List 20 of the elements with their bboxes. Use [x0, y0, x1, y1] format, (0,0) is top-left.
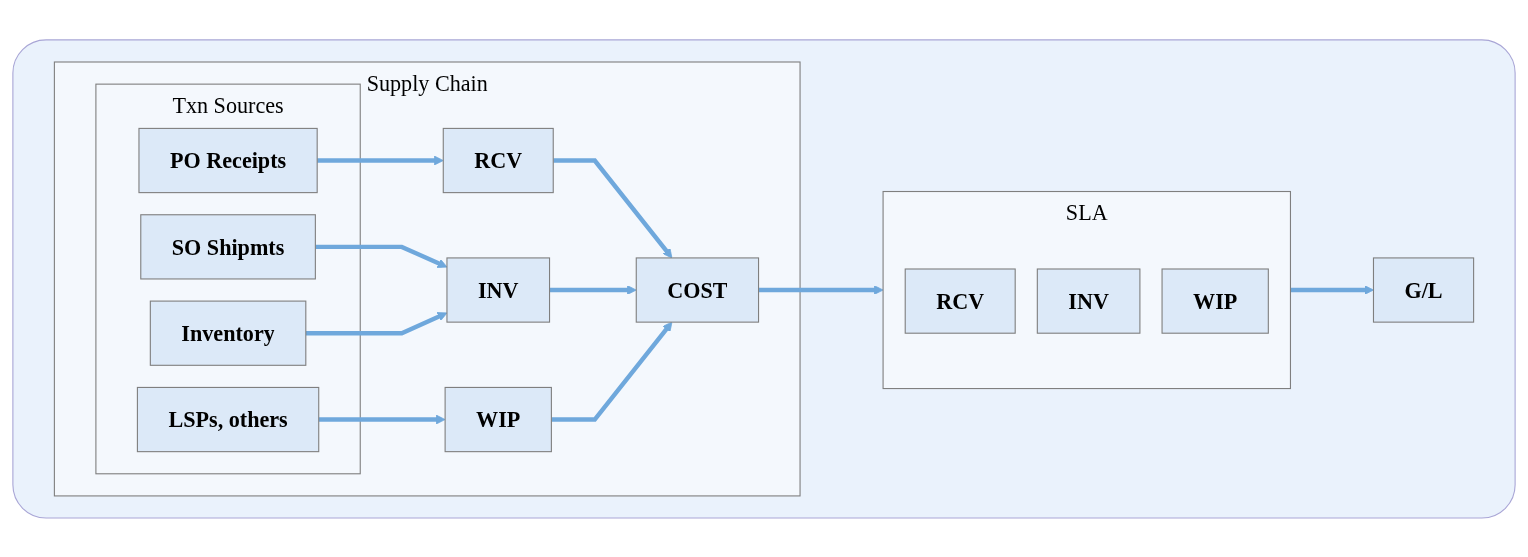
- node-box: COST: [635, 256, 760, 323]
- node-box: RCV: [904, 267, 1016, 334]
- node-box: RCV: [442, 127, 554, 193]
- arrow: [1290, 284, 1374, 295]
- arrow: [318, 414, 446, 424]
- node-box: Inventory: [149, 300, 307, 366]
- arrow: [551, 321, 673, 422]
- cluster: [12, 38, 1516, 519]
- node-box: LSPs, others: [136, 386, 320, 452]
- node-box: INV: [1036, 267, 1141, 334]
- arrow: [317, 155, 444, 165]
- node-box: SO Shipmts: [140, 213, 316, 280]
- arrow: [553, 157, 673, 258]
- arrow: [758, 284, 884, 295]
- node-box: WIP: [444, 386, 552, 452]
- node-box: WIP: [1161, 267, 1269, 334]
- node-box: G/L: [1372, 256, 1475, 323]
- arrow: [549, 284, 637, 295]
- node-box: INV: [446, 256, 551, 323]
- node-box: PO Receipts: [138, 127, 318, 193]
